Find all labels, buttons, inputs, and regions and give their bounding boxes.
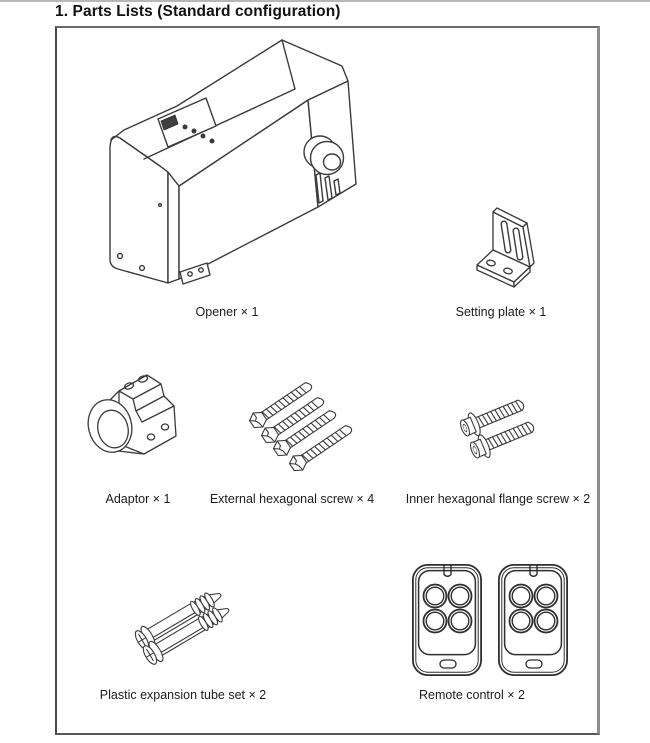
expansion-tube-set-drawing [132, 591, 230, 667]
adaptor-drawing [87, 374, 177, 455]
part-label-opener: Opener × 1 [195, 305, 259, 319]
part-label-remote-control: Remote control × 2 [419, 688, 525, 702]
inner-hex-flange-screws-drawing [458, 399, 535, 460]
part-label-setting-plate: Setting plate × 1 [455, 305, 547, 319]
setting-plate-drawing [476, 207, 535, 288]
part-label-inner-hex-flange-screw: Inner hexagonal flange screw × 2 [405, 492, 591, 506]
section-heading: 1. Parts Lists (Standard configuration) [55, 3, 341, 20]
part-label-expansion-tube-set: Plastic expansion tube set × 2 [99, 688, 267, 702]
external-hex-screws-drawing [248, 382, 353, 472]
page-top-edge [0, 0, 650, 2]
remote-controls-drawing [411, 564, 568, 676]
opener-drawing [109, 39, 357, 285]
part-label-adaptor: Adaptor × 1 [105, 492, 171, 506]
part-label-external-hex-screw: External hexagonal screw × 4 [209, 492, 375, 506]
